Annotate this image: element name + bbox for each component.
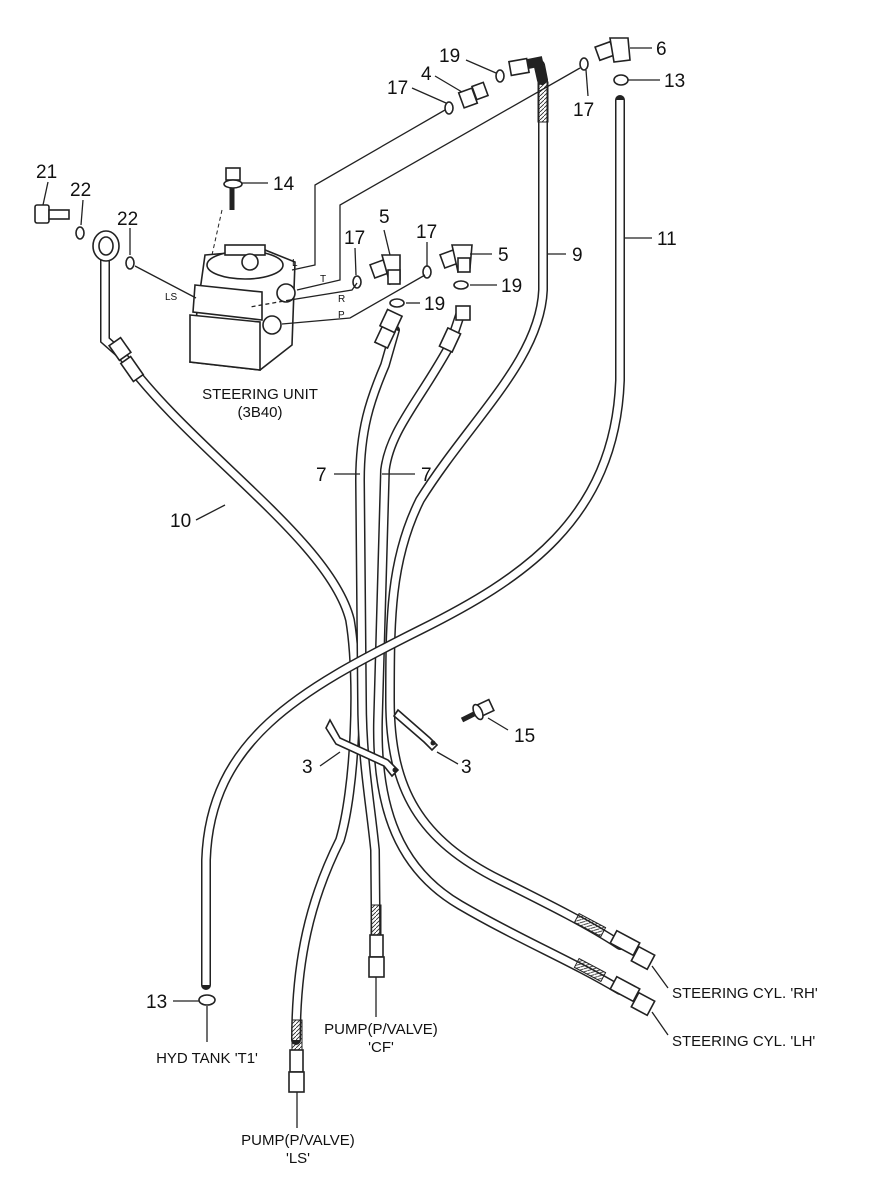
hose-7-left [354, 325, 400, 965]
callout-17d: 17 [416, 222, 437, 243]
label-steering-cyl-rh: STEERING CYL. 'RH' [672, 985, 818, 1002]
callout-3a: 3 [302, 757, 313, 778]
callout-4: 4 [421, 64, 432, 85]
o-ring-17b [579, 57, 589, 71]
label-pump-cf: PUMP(P/VALVE) [324, 1021, 438, 1038]
callout-9: 9 [572, 245, 583, 266]
o-ring-22b [125, 256, 135, 270]
callout-21: 21 [36, 162, 57, 183]
callout-10: 10 [170, 511, 191, 532]
bolt-14 [211, 167, 243, 256]
callout-7b: 7 [421, 465, 432, 486]
callout-13b: 13 [146, 992, 167, 1013]
label-pump-ls-code: 'LS' [286, 1150, 310, 1167]
banjo-eye [92, 230, 120, 262]
steering-unit [189, 244, 296, 371]
bolt-15 [460, 698, 495, 723]
o-ring-22a [75, 226, 85, 240]
callout-19a: 19 [439, 46, 460, 67]
callout-11: 11 [657, 229, 677, 250]
callout-14: 14 [273, 174, 295, 195]
hose-end-fittings [107, 305, 656, 1093]
callout-17b: 17 [573, 100, 594, 121]
callout-3b: 3 [461, 757, 472, 778]
elbow-6 [594, 37, 631, 63]
callout-19c: 19 [424, 294, 445, 315]
port-p: P [338, 310, 345, 321]
hose-10-crimp [291, 1019, 303, 1051]
hose-9-nut [507, 57, 531, 77]
callout-19b: 19 [501, 276, 522, 297]
callout-5a: 5 [379, 207, 390, 228]
label-steering-cyl-lh: STEERING CYL. 'LH' [672, 1033, 815, 1050]
o-ring-17a [444, 101, 454, 115]
callout-17a: 17 [387, 78, 408, 99]
o-ring-19b [453, 280, 469, 290]
port-l: L [292, 258, 298, 269]
callout-17c: 17 [344, 228, 365, 249]
hose-10 [100, 245, 361, 1045]
hose-7-right [372, 310, 625, 995]
label-steering-unit: STEERING UNIT [202, 386, 318, 403]
callout-numbers: 21 22 22 14 17 4 19 17 6 13 5 17 17 5 19… [36, 39, 685, 1013]
hose-11 [201, 95, 625, 990]
callout-22a: 22 [70, 180, 91, 201]
o-ring-13a [613, 74, 629, 86]
label-steering-unit-code: (3B40) [237, 404, 282, 421]
callout-5b: 5 [498, 245, 509, 266]
o-ring-13b [198, 994, 216, 1006]
hose-9-crimp [537, 81, 549, 123]
port-t: T [320, 274, 326, 285]
label-hyd-tank: HYD TANK 'T1' [156, 1050, 258, 1067]
callout-22b: 22 [117, 209, 138, 230]
callout-6: 6 [656, 39, 667, 60]
o-ring-19c [389, 298, 405, 308]
callout-15: 15 [514, 726, 535, 747]
hose-9 [384, 60, 625, 950]
port-r: R [338, 294, 345, 305]
elbow-5-left [369, 254, 401, 286]
port-ls: LS [165, 292, 178, 303]
port-leader-lines [134, 67, 581, 325]
elbow-5-right [439, 244, 473, 274]
label-pump-cf-code: 'CF' [368, 1039, 394, 1056]
hose-7-crimp [370, 904, 382, 936]
callout-leaders [42, 47, 669, 1128]
label-pump-ls: PUMP(P/VALVE) [241, 1132, 355, 1149]
banjo-bolt-21 [34, 204, 70, 224]
text-labels: STEERING UNIT (3B40) STEERING CYL. 'RH' … [156, 386, 818, 1167]
hose-9-crimp-end [573, 912, 607, 938]
callout-13a: 13 [664, 71, 685, 92]
hose-7-crimp-end [573, 957, 607, 983]
o-ring-19a [495, 69, 505, 83]
port-letters: L T R P LS [165, 258, 345, 321]
clamp-3 [325, 708, 439, 778]
callout-7a: 7 [316, 465, 327, 486]
adapter-4 [457, 81, 490, 109]
